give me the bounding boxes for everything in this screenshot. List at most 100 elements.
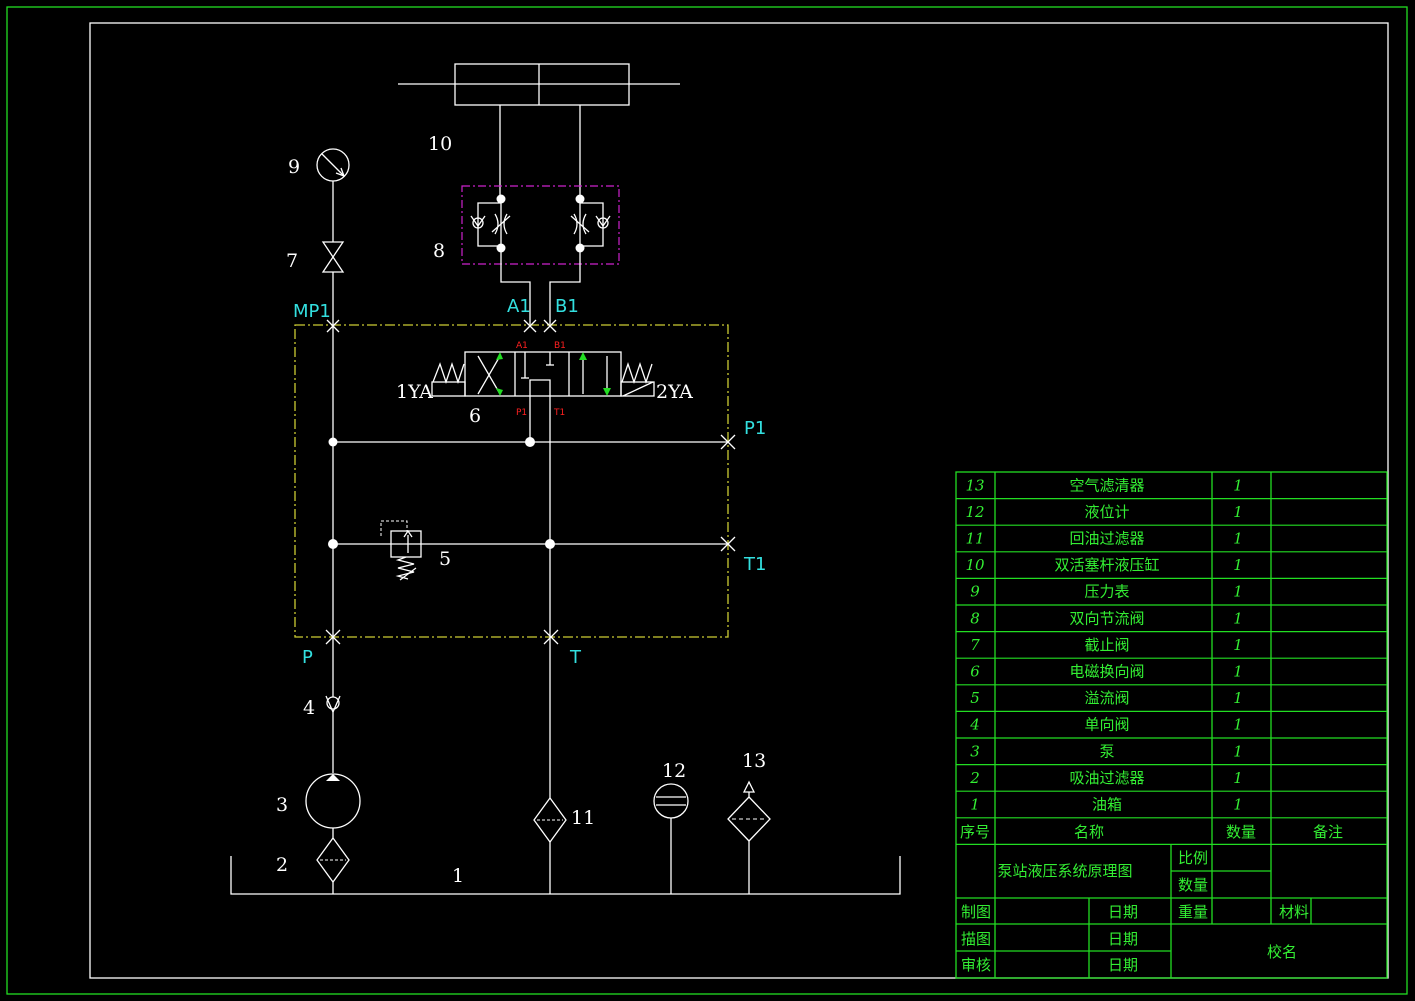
weight-label: 重量 (1178, 903, 1208, 921)
label-4: 4 (303, 697, 315, 719)
parts-row-no: 3 (970, 742, 980, 760)
return-filter (533, 796, 567, 844)
parts-row-name: 液位计 (1084, 503, 1129, 521)
valve-b1-mark: B1 (554, 341, 566, 351)
parts-row-no: 10 (965, 556, 985, 574)
label-7: 7 (286, 250, 298, 272)
parts-row-no: 13 (965, 476, 984, 494)
parts-row-qty: 1 (1233, 583, 1243, 601)
parts-row-qty: 1 (1233, 530, 1243, 548)
parts-row-qty: 1 (1233, 716, 1243, 734)
component-number-labels: 1 2 3 4 5 6 7 8 9 10 11 12 13 (276, 133, 766, 887)
check-valve (325, 636, 341, 773)
header-no: 序号 (960, 823, 990, 841)
title-block: 泵站液压系统原理图 比例 数量 重量 材料 制图 描图 审核 日期 日期 日期 … (956, 845, 1387, 978)
date-label-checked: 日期 (1108, 956, 1138, 974)
parts-row-no: 4 (969, 716, 980, 734)
pressure-gauge (316, 148, 350, 182)
parts-row-qty: 1 (1233, 476, 1243, 494)
label-9: 9 (288, 156, 300, 178)
port-t-label: T (569, 647, 582, 668)
scale-label: 比例 (1178, 849, 1208, 867)
label-10: 10 (428, 133, 452, 155)
label-5: 5 (439, 548, 451, 570)
parts-row-name: 双向节流阀 (1069, 609, 1144, 627)
parts-row-name: 电磁换向阀 (1069, 663, 1144, 681)
parts-row-no: 12 (965, 503, 984, 521)
date-label-traced: 日期 (1108, 930, 1138, 948)
oil-tank (230, 856, 901, 895)
relief-valve (380, 520, 422, 581)
parts-row-no: 6 (970, 663, 980, 681)
double-throttle-valve (461, 185, 620, 326)
label-8: 8 (433, 240, 445, 262)
valve-a1-mark: A1 (516, 341, 528, 351)
parts-row-qty: 1 (1233, 503, 1243, 521)
parts-row-name: 溢流阀 (1084, 689, 1129, 707)
material-label: 材料 (1279, 903, 1309, 921)
parts-row-name: 单向阀 (1084, 716, 1129, 734)
parts-row-name: 双活塞杆液压缸 (1054, 556, 1159, 574)
suction-filter (316, 836, 350, 894)
parts-row-name: 泵 (1099, 742, 1114, 760)
solenoid-directional-valve (431, 351, 655, 442)
valve-t1-mark: T1 (553, 408, 565, 418)
traced-by-label: 描图 (961, 930, 991, 948)
label-2: 2 (276, 854, 288, 876)
port-p-label: P (302, 647, 313, 668)
date-label-drawn: 日期 (1108, 903, 1138, 921)
label-6: 6 (469, 405, 481, 427)
drawn-by-label: 制图 (961, 903, 991, 921)
parts-row-qty: 1 (1233, 689, 1243, 707)
double-rod-cylinder (398, 63, 680, 199)
parts-row-qty: 1 (1233, 636, 1243, 654)
manifold-block (294, 324, 729, 638)
parts-row-qty: 1 (1233, 796, 1243, 814)
checked-by-label: 审核 (961, 956, 991, 974)
air-breather (727, 780, 771, 894)
port-b1-label: B1 (555, 296, 579, 317)
label-11: 11 (571, 807, 595, 829)
port-p1-label: P1 (744, 418, 766, 439)
parts-row-no: 2 (969, 769, 980, 787)
port-labels: MP1 A1 B1 P1 T1 P T 1YA 2YA A1 B1 P1 T1 (293, 296, 766, 668)
parts-row-name: 空气滤清器 (1069, 476, 1144, 494)
parts-row-name: 压力表 (1084, 583, 1129, 601)
solenoid-2ya-label: 2YA (656, 381, 693, 403)
parts-row-qty: 1 (1233, 609, 1243, 627)
valve-p1-mark: P1 (516, 408, 527, 418)
label-3: 3 (276, 794, 288, 816)
label-1: 1 (452, 865, 464, 887)
parts-row-no: 9 (970, 583, 980, 601)
label-13: 13 (742, 750, 766, 772)
parts-row-no: 11 (965, 530, 984, 548)
port-mp1-label: MP1 (293, 301, 331, 322)
port-t1-label: T1 (743, 554, 766, 575)
parts-row-qty: 1 (1233, 556, 1243, 574)
level-gauge (653, 783, 689, 894)
header-name: 名称 (1074, 823, 1104, 841)
parts-row-no: 5 (970, 689, 980, 707)
parts-row-no: 1 (970, 796, 980, 814)
parts-row-name: 油箱 (1092, 796, 1122, 814)
port-marks (325, 319, 736, 645)
drawing-title: 泵站液压系统原理图 (997, 862, 1132, 880)
parts-row-name: 回油过滤器 (1069, 530, 1144, 548)
school-name-label: 校名 (1267, 943, 1297, 961)
header-qty: 数量 (1226, 823, 1256, 841)
stop-valve (321, 181, 345, 636)
parts-row-qty: 1 (1233, 742, 1243, 760)
port-a1-label: A1 (507, 296, 531, 317)
header-remark: 备注 (1313, 823, 1343, 841)
parts-row-name: 截止阀 (1084, 636, 1129, 654)
parts-row-no: 7 (970, 636, 980, 654)
parts-row-no: 8 (970, 609, 980, 627)
drawing-frame (6, 6, 1408, 995)
parts-row-name: 吸油过滤器 (1069, 769, 1144, 787)
solenoid-1ya-label: 1YA (396, 381, 433, 403)
parts-row-qty: 1 (1233, 769, 1243, 787)
manifold-passages (328, 396, 728, 894)
quantity-label: 数量 (1178, 876, 1208, 894)
